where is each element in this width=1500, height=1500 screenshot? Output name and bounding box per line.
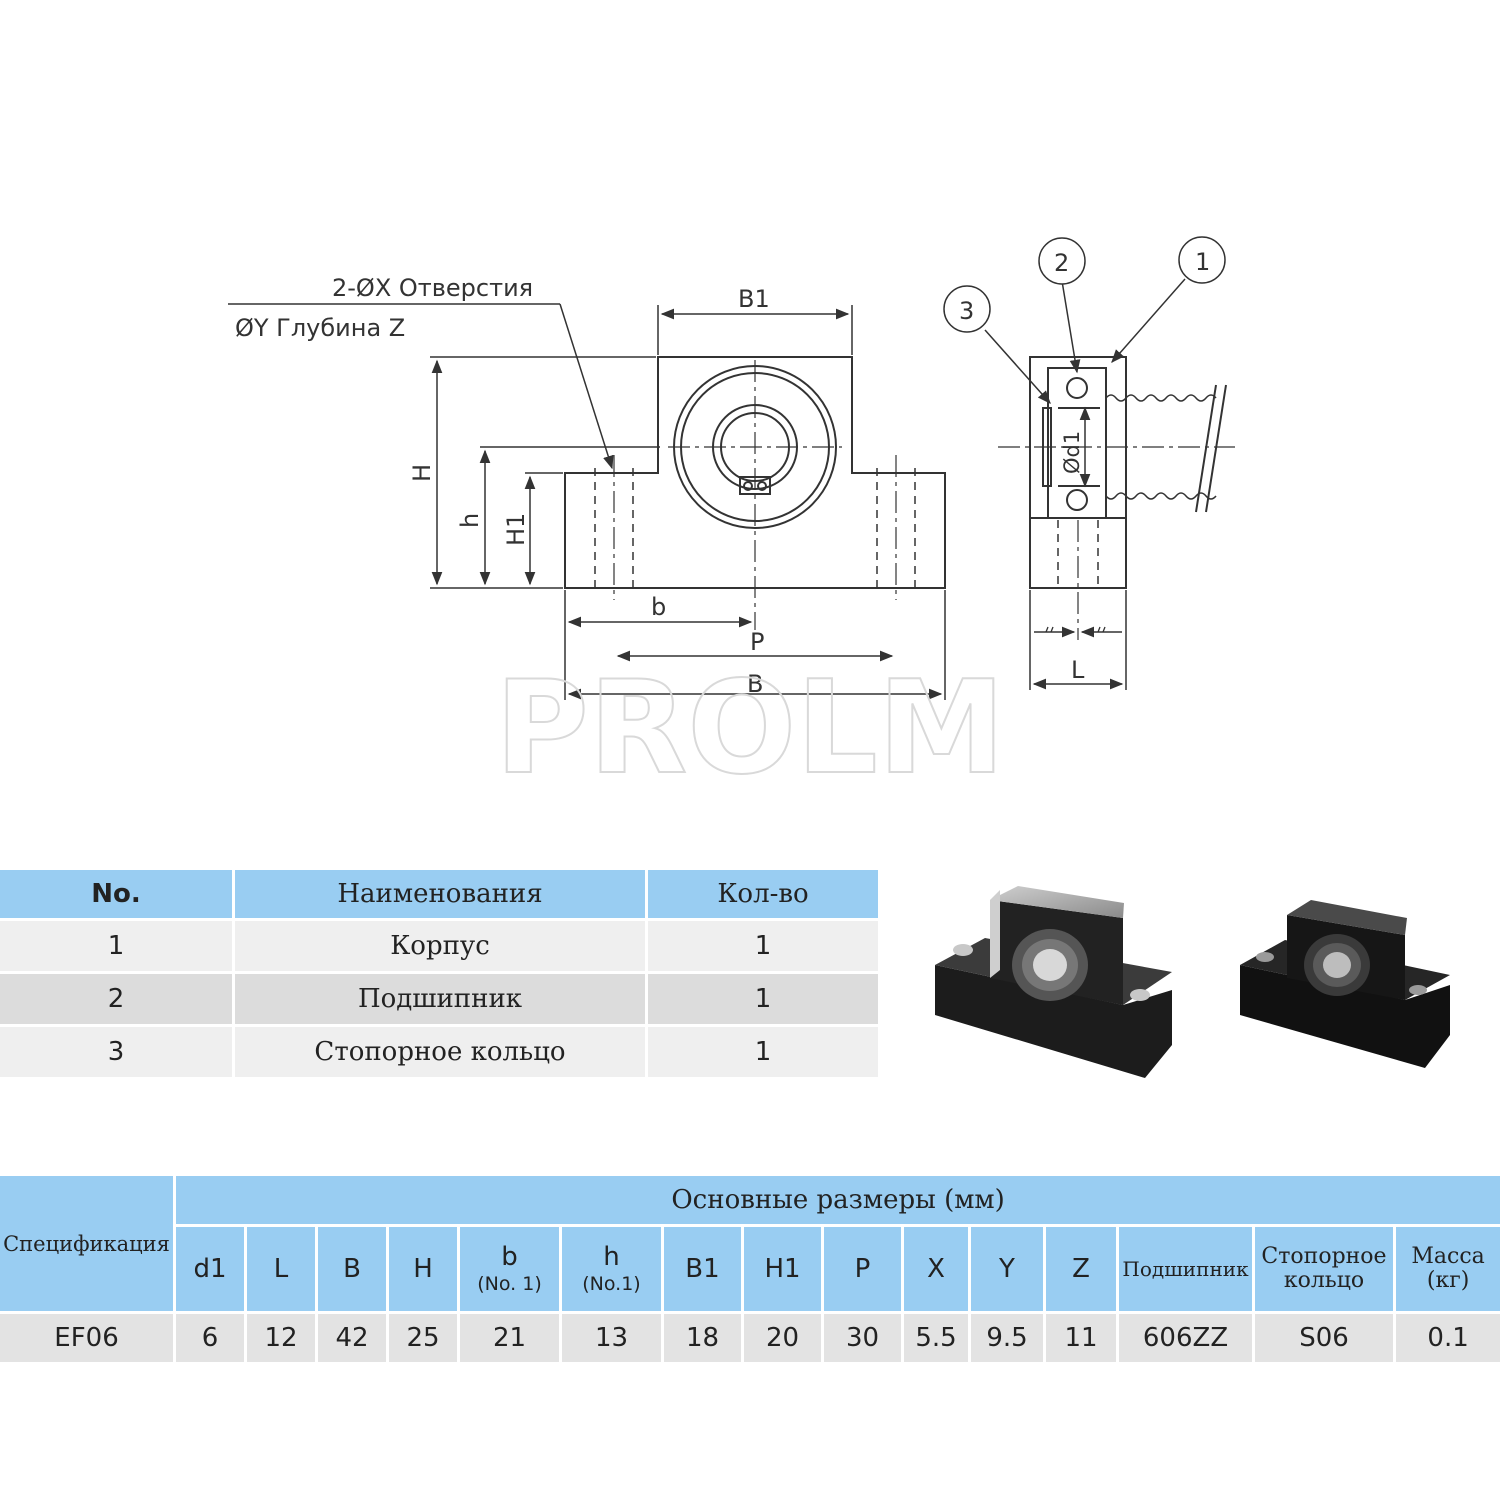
hole-label-line1: 2-ØX Отверстия <box>332 274 533 302</box>
part-no: 2 <box>0 974 235 1027</box>
dim-d1-label: Ød1 <box>1060 431 1084 474</box>
side-dimensions <box>984 278 1186 690</box>
cell-d1: 6 <box>176 1314 247 1362</box>
cell-b: 21 <box>460 1314 562 1362</box>
col-ring: Стопорное кольцо <box>1255 1227 1396 1314</box>
parts-header-no: No. <box>0 870 235 921</box>
spec-header: Спецификация <box>0 1176 176 1314</box>
specs-table: Спецификация Основные размеры (мм) d1 L … <box>0 1176 1500 1362</box>
front-view <box>564 356 946 630</box>
dim-b-label: b <box>651 593 666 621</box>
col-Y: Y <box>971 1227 1046 1314</box>
dim-B1-label: B1 <box>738 285 770 313</box>
cell-L: 12 <box>247 1314 318 1362</box>
col-Z: Z <box>1046 1227 1119 1314</box>
cell-Y: 9.5 <box>971 1314 1046 1362</box>
col-b: b (No. 1) <box>460 1227 562 1314</box>
callout-2: 2 <box>1054 249 1069 277</box>
col-mass-line2: (кг) <box>1426 1268 1470 1293</box>
col-B1: B1 <box>664 1227 744 1314</box>
col-X: X <box>904 1227 971 1314</box>
col-bearing: Подшипник <box>1119 1227 1255 1314</box>
col-mass: Масса (кг) <box>1396 1227 1500 1314</box>
part-name: Подшипник <box>235 974 648 1027</box>
dim-B-label: B <box>747 670 763 698</box>
col-H: H <box>389 1227 460 1314</box>
hole-label-line2: ØY Глубина Z <box>235 314 405 342</box>
product-photo-2 <box>1240 900 1450 1068</box>
dim-h-label: h <box>456 513 484 528</box>
part-name: Корпус <box>235 921 648 974</box>
callout-circles <box>943 236 1226 333</box>
cell-B: 42 <box>318 1314 389 1362</box>
watermark: PROLM <box>495 654 1005 803</box>
cell-X: 5.5 <box>904 1314 971 1362</box>
dim-P-label: P <box>750 628 764 656</box>
col-h: h (No.1) <box>562 1227 664 1314</box>
part-no: 3 <box>0 1027 235 1080</box>
parts-header-row: No. Наименования Кол-во <box>0 870 878 921</box>
part-qty: 1 <box>648 921 878 974</box>
cell-Z: 11 <box>1046 1314 1119 1362</box>
col-L: L <box>247 1227 318 1314</box>
table-row: 1 Корпус 1 <box>0 921 878 974</box>
main-dims-header: Основные размеры (мм) <box>176 1176 1500 1227</box>
part-name: Стопорное кольцо <box>235 1027 648 1080</box>
cell-h: 13 <box>562 1314 664 1362</box>
product-photo-1 <box>935 886 1172 1078</box>
parts-table: No. Наименования Кол-во 1 Корпус 1 2 Под… <box>0 870 878 1080</box>
col-b-label: b <box>501 1242 518 1273</box>
dim-H-label: H <box>408 464 436 482</box>
cell-B1: 18 <box>664 1314 744 1362</box>
col-P: P <box>824 1227 904 1314</box>
table-row: 2 Подшипник 1 <box>0 974 878 1027</box>
callout-1: 1 <box>1195 248 1210 276</box>
col-h-label: h <box>603 1242 620 1273</box>
col-mass-line1: Масса <box>1411 1243 1485 1269</box>
side-view <box>998 356 1235 640</box>
part-qty: 1 <box>648 1027 878 1080</box>
cell-spec: EF06 <box>0 1314 176 1362</box>
front-dimensions <box>228 303 946 700</box>
cell-bearing: 606ZZ <box>1119 1314 1255 1362</box>
part-qty: 1 <box>648 974 878 1027</box>
col-b-sub: (No. 1) <box>477 1272 542 1295</box>
cell-H1: 20 <box>744 1314 824 1362</box>
part-no: 1 <box>0 921 235 974</box>
col-H1: H1 <box>744 1227 824 1314</box>
table-row: EF06 6 12 42 25 21 13 18 20 30 5.5 9.5 1… <box>0 1314 1500 1362</box>
col-d1: d1 <box>176 1227 247 1314</box>
col-ring-line1: Стопорное <box>1261 1243 1387 1269</box>
table-row: 3 Стопорное кольцо 1 <box>0 1027 878 1080</box>
parts-header-qty: Кол-во <box>648 870 878 921</box>
cell-ring: S06 <box>1255 1314 1396 1362</box>
parts-header-name: Наименования <box>235 870 648 921</box>
col-B: B <box>318 1227 389 1314</box>
dim-H1-label: H1 <box>502 513 530 546</box>
cell-mass: 0.1 <box>1396 1314 1500 1362</box>
hand-marks <box>1045 626 1106 633</box>
dim-L-label: L <box>1071 656 1085 684</box>
callout-3: 3 <box>959 297 974 325</box>
cell-P: 30 <box>824 1314 904 1362</box>
col-ring-line2: кольцо <box>1283 1268 1365 1293</box>
col-h-sub: (No.1) <box>582 1272 641 1295</box>
cell-H: 25 <box>389 1314 460 1362</box>
